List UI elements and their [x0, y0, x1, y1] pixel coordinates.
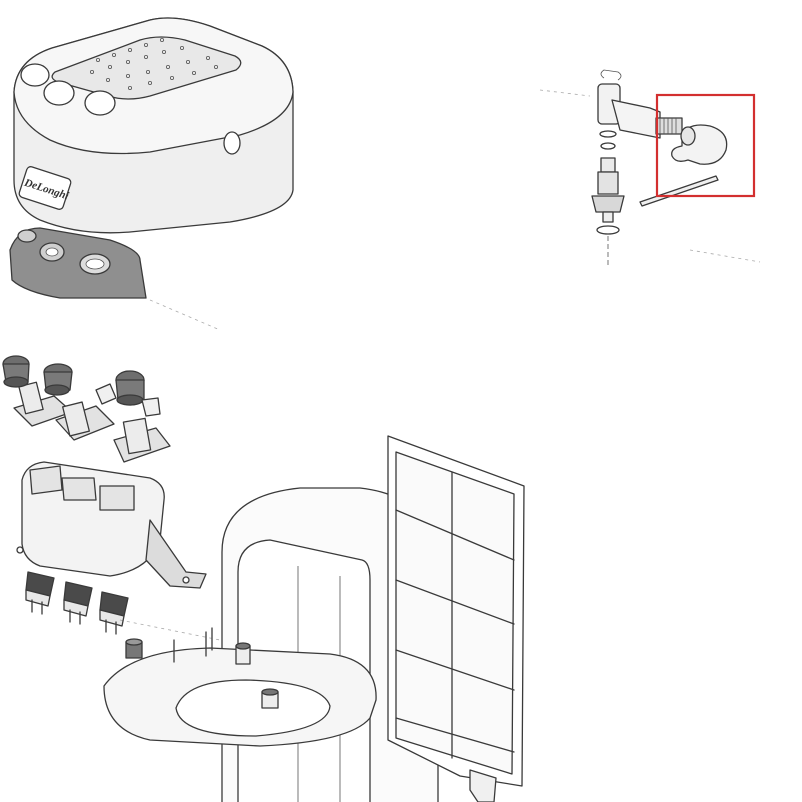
knob-middle	[43, 363, 117, 441]
steam-valve-knob[interactable]	[671, 124, 728, 165]
highlight-box	[655, 93, 756, 198]
base-frame[interactable]	[103, 487, 439, 802]
rocker-switches[interactable]	[25, 571, 129, 635]
knob-right	[113, 370, 171, 463]
top-cover[interactable]: DeLonghi	[13, 17, 294, 234]
switch-3	[99, 591, 129, 635]
switch-bracket[interactable]	[16, 461, 207, 589]
leader-lines	[119, 89, 761, 641]
switch-2	[63, 581, 93, 625]
knob-left	[2, 355, 73, 427]
selector-knobs[interactable]	[2, 355, 171, 463]
switch-1	[25, 571, 55, 615]
steam-valve-assembly[interactable]	[591, 69, 719, 268]
brand-logo: DeLonghi	[18, 166, 72, 210]
drip-grid[interactable]	[387, 435, 525, 802]
front-control-panel[interactable]	[9, 227, 147, 299]
